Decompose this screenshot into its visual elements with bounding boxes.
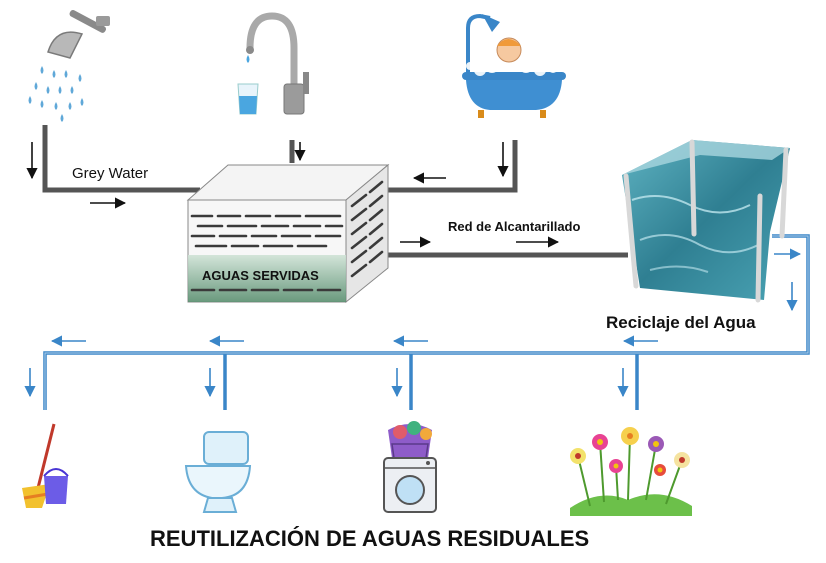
reuse-pipes-inner xyxy=(44,235,809,410)
reciclaje-pool xyxy=(622,139,790,303)
grey-water-pipes xyxy=(42,125,628,258)
toilet-icon xyxy=(184,431,252,513)
reciclaje-label: Reciclaje del Agua xyxy=(606,313,756,332)
red-alcantarillado-label: Red de Alcantarillado xyxy=(448,219,580,234)
reuse-flow-arrows xyxy=(24,248,802,398)
washing-machine-icon xyxy=(383,421,437,513)
grey-water-label: Grey Water xyxy=(72,165,148,182)
faucet-icon xyxy=(237,12,309,115)
diagram-title: REUTILIZACIÓN DE AGUAS RESIDUALES xyxy=(150,526,589,551)
shower-head-icon xyxy=(28,10,110,122)
aguas-servidas-tank xyxy=(186,163,390,304)
mop-bucket-icon xyxy=(22,423,69,508)
flowers-icon xyxy=(570,427,692,516)
aguas-servidas-label: AGUAS SERVIDAS xyxy=(202,268,319,283)
bathtub-icon xyxy=(462,13,566,118)
grey-flow-arrows xyxy=(26,142,560,248)
